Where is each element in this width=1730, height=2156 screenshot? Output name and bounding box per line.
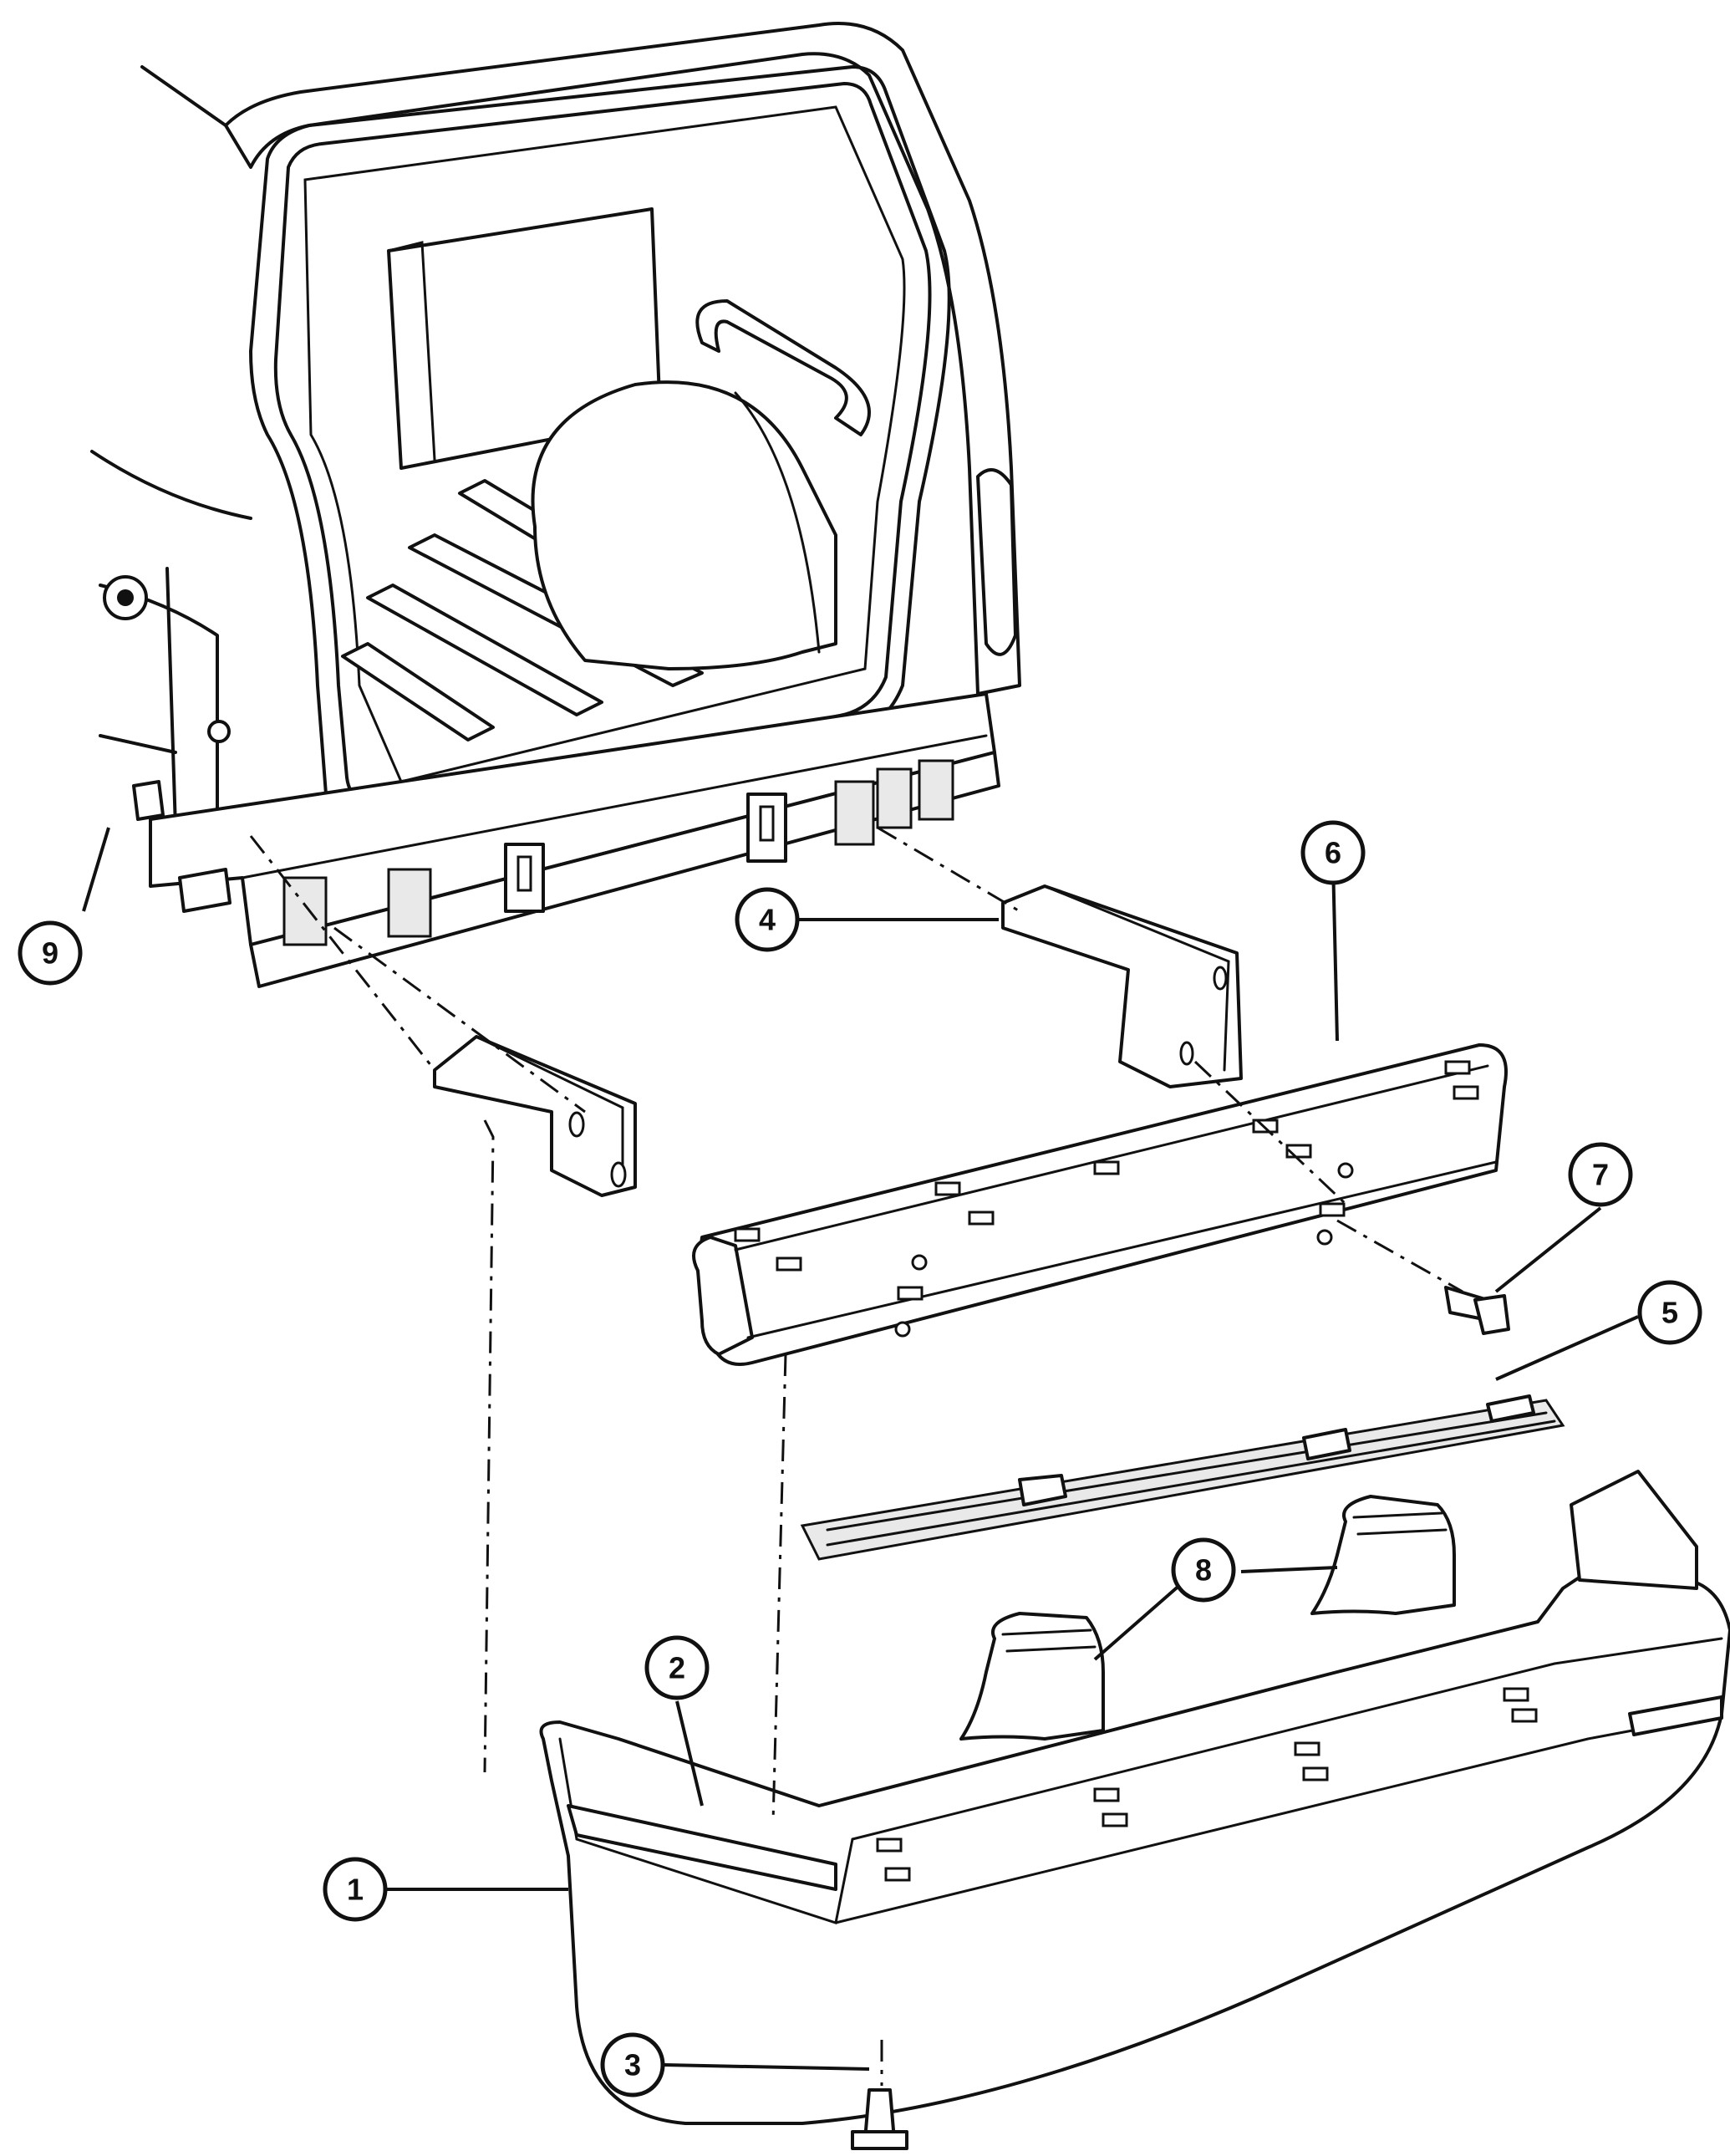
beam-slots — [734, 1060, 1479, 1338]
callout-1: 1 — [323, 1857, 388, 1922]
bolt — [1444, 1286, 1510, 1335]
bumper-impact-pad-right — [1310, 1495, 1456, 1615]
callout-9: 9 — [18, 920, 83, 986]
callout-7: 7 — [1568, 1142, 1633, 1207]
callout-label-7: 7 — [1592, 1158, 1609, 1192]
callout-label-1: 1 — [347, 1873, 364, 1907]
callout-label-4: 4 — [759, 903, 776, 937]
callout-2: 2 — [644, 1635, 710, 1700]
callout-label-3: 3 — [624, 2048, 641, 2082]
callout-6: 6 — [1300, 820, 1366, 885]
callout-5: 5 — [1637, 1280, 1702, 1345]
bumper-top-slots — [876, 1687, 1538, 1882]
bumper-isolator-strip — [800, 1394, 1565, 1561]
callout-8: 8 — [1171, 1537, 1236, 1603]
callout-label-8: 8 — [1195, 1553, 1212, 1588]
assembly-alignment-lines — [249, 826, 1463, 2086]
rear-bumper-cover — [539, 1470, 1730, 2125]
callout-label-6: 6 — [1325, 836, 1341, 870]
callout-4: 4 — [735, 887, 800, 952]
callout-label-5: 5 — [1661, 1296, 1678, 1330]
vehicle-rear-body — [90, 22, 1021, 988]
push-pin-retainer — [851, 2088, 908, 2150]
bumper-mounting-bracket-left — [433, 1035, 637, 1197]
callout-label-9: 9 — [42, 936, 59, 971]
callout-label-2: 2 — [669, 1651, 685, 1685]
callout-3: 3 — [600, 2032, 665, 2097]
bumper-reinforcement-beam — [692, 1043, 1508, 1366]
bumper-mounting-bracket-right — [1001, 884, 1243, 1088]
bumper-impact-pad-left — [959, 1612, 1105, 1741]
